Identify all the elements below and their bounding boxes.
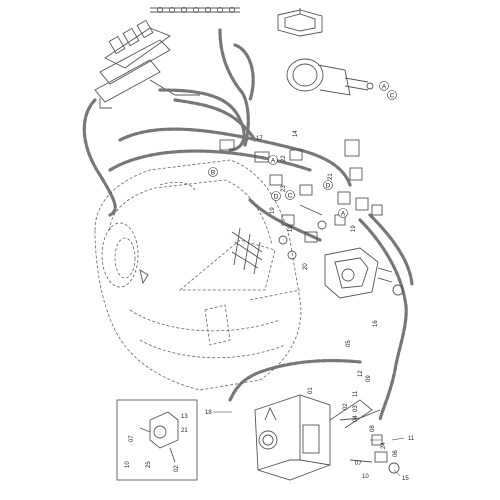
- detail-callout-25: 25: [146, 461, 152, 468]
- tank-strainer-grid: [231, 227, 263, 275]
- valve-manifold: [94, 19, 200, 109]
- right-fittings-column: [334, 139, 383, 226]
- detail-inset: 07 13 21 10 25 02: [116, 399, 198, 481]
- callout-07-lower: 07: [355, 461, 362, 467]
- svg-text:C: C: [288, 193, 293, 200]
- callout-05: 05: [346, 340, 352, 347]
- callout-24: 24: [381, 442, 387, 449]
- top-right-bracket: [277, 8, 323, 37]
- callout-10-lower: 10: [362, 474, 369, 480]
- marker-c-top: C: [387, 90, 397, 100]
- center-fittings-cluster: [219, 139, 327, 260]
- svg-text:C: C: [390, 93, 395, 100]
- svg-text:D: D: [326, 183, 331, 190]
- callout-06: 06: [393, 450, 399, 457]
- marker-d-left: D: [271, 191, 281, 201]
- callout-22: 22: [281, 155, 287, 162]
- callout-08: 08: [370, 425, 376, 432]
- callout-02: 02: [343, 403, 349, 410]
- callout-19-upper: 19: [270, 207, 276, 214]
- callout-20: 20: [303, 263, 309, 270]
- hose-routing: [82, 28, 414, 422]
- callout-18: 18: [205, 410, 212, 416]
- callout-19-mid: 19: [288, 225, 294, 232]
- lower-right-fittings: [339, 409, 400, 474]
- detail-callout-13: 13: [181, 414, 188, 420]
- tank-level-gauge: [101, 222, 149, 288]
- callout-19-right: 19: [351, 225, 357, 232]
- detail-callout-07: 07: [129, 435, 135, 442]
- callout-03: 03: [353, 405, 359, 412]
- svg-text:A: A: [341, 211, 346, 218]
- svg-text:B: B: [211, 170, 215, 177]
- callout-11: 11: [408, 436, 415, 442]
- svg-text:D: D: [274, 194, 279, 201]
- svg-text:A: A: [271, 158, 276, 165]
- tank-logo-emboss: [159, 181, 231, 346]
- marker-a-center: A: [268, 155, 278, 165]
- callout-01: 01: [308, 387, 314, 394]
- main-tank-outline: [94, 159, 302, 391]
- callouts-upper: 17 14 22 23 19 19 20 21 19 16 05: [256, 130, 379, 347]
- callout-16: 16: [373, 320, 379, 327]
- detail-callout-21: 21: [181, 428, 188, 434]
- marker-d-right: D: [323, 180, 333, 190]
- pump-control-unit: [324, 247, 404, 299]
- callout-14: 14: [293, 130, 299, 137]
- callout-04: 04: [353, 415, 359, 422]
- detail-callout-02: 02: [174, 465, 180, 472]
- marker-b-center: B: [208, 167, 218, 177]
- svg-text:A: A: [382, 84, 387, 91]
- marker-a-right: A: [338, 208, 348, 218]
- callout-15: 15: [402, 476, 409, 482]
- callout-09: 09: [366, 375, 372, 382]
- marker-c-center: C: [285, 190, 295, 200]
- callout-12: 12: [358, 370, 364, 377]
- pressure-regulator: [286, 58, 374, 96]
- callout-11-upper: 11: [353, 390, 359, 397]
- top-fitting-strip: [150, 7, 240, 13]
- callout-21-right: 21: [328, 173, 334, 180]
- callout-23: 23: [281, 185, 287, 192]
- leader-lines-lower: [213, 411, 405, 477]
- callout-17: 17: [256, 136, 263, 142]
- callouts-lower: 01 12 09 11 02 03 04 08 11 06 24 07 10 1…: [205, 370, 415, 482]
- detail-callout-10: 10: [125, 461, 131, 468]
- marker-a-top: A: [379, 81, 389, 91]
- reservoir-tank: [254, 394, 373, 481]
